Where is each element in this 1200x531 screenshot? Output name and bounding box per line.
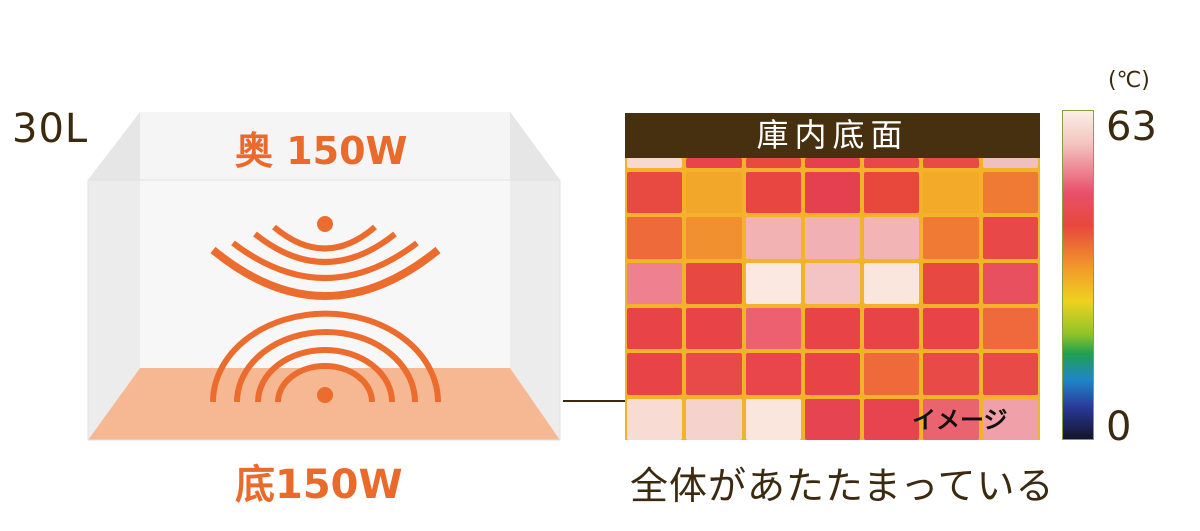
heatmap-cell [627, 172, 683, 214]
back-heater-waves [210, 224, 441, 300]
bottom-heater-waves [210, 310, 441, 403]
heatmap-cell [627, 398, 683, 440]
capacity-label: 30L [12, 106, 89, 152]
cavity-right-wall [510, 112, 560, 440]
heatmap-cell [745, 217, 801, 259]
heatmap-cell [923, 217, 979, 259]
heatmap-cell [864, 172, 920, 214]
heatmap-cell [686, 172, 742, 214]
wave-icon [272, 224, 377, 252]
thermal-image-title: 庫内底面 [625, 113, 1040, 158]
image-note: イメージ [912, 406, 1008, 434]
heatmap-cell [745, 158, 801, 168]
heatmap-cell [923, 172, 979, 214]
cavity-left-wall [88, 112, 140, 440]
heatmap-cell [982, 307, 1038, 350]
heatmap-cell [686, 158, 742, 168]
wave-icon [210, 310, 441, 403]
heatmap-cell [923, 262, 979, 304]
heatmap-cell [804, 262, 861, 304]
heatmap-cell [804, 307, 861, 350]
heatmap-cell [804, 172, 861, 214]
heatmap-cell [864, 158, 920, 168]
heatmap-cell [982, 172, 1038, 214]
heatmap-cell [864, 217, 920, 259]
heatmap-cell [627, 217, 683, 259]
wave-icon [255, 347, 395, 403]
heatmap-cell [686, 307, 742, 350]
scale-unit: (℃) [1108, 68, 1150, 93]
scale-max: 63 [1106, 104, 1157, 150]
cavity-back-wall [140, 112, 510, 368]
heatmap-cell [745, 398, 801, 440]
heatmap-cell [804, 353, 861, 395]
thermal-image [625, 158, 1040, 440]
temperature-color-scale [1062, 110, 1094, 440]
heatmap-cell [627, 158, 683, 168]
wave-icon [234, 329, 418, 403]
cavity-floor [88, 368, 560, 440]
scale-min: 0 [1106, 404, 1132, 450]
oven-cavity-diagram [87, 112, 561, 441]
heatmap-cell [745, 262, 801, 304]
heatmap-cell [982, 158, 1038, 168]
heatmap-cell [627, 262, 683, 304]
heatmap-cell [982, 353, 1038, 395]
wave-icon [275, 363, 375, 403]
heatmap-cell [864, 307, 920, 350]
connector-line [563, 400, 625, 402]
heatmap-cell [923, 353, 979, 395]
back-heater-dot-icon [317, 216, 333, 232]
heatmap-cell [686, 262, 742, 304]
heatmap-cell [686, 217, 742, 259]
caption: 全体があたたまっている [630, 464, 1055, 508]
heatmap-cell [923, 158, 979, 168]
heatmap-cell [745, 172, 801, 214]
heatmap-cell [982, 262, 1038, 304]
bottom-heater-label: 底150W [235, 462, 403, 508]
bottom-heater-dot-icon [317, 387, 333, 403]
heatmap-cell [864, 398, 920, 440]
heatmap-cell [804, 398, 861, 440]
back-heater-label: 奥 150W [235, 129, 408, 173]
heatmap-cell [686, 353, 742, 395]
heatmap-cell [804, 217, 861, 259]
heatmap-cell [804, 158, 861, 168]
heatmap-cell [627, 353, 683, 395]
heatmap-cell [923, 398, 979, 440]
heatmap-cell [982, 398, 1038, 440]
wave-icon [210, 246, 441, 300]
wave-icon [253, 231, 397, 265]
heatmap-cell [923, 307, 979, 350]
wave-icon [231, 240, 419, 281]
heatmap-cell [627, 307, 683, 350]
heatmap-cell [745, 307, 801, 350]
heatmap-cell [864, 353, 920, 395]
heatmap-cell [745, 353, 801, 395]
heatmap-cell [686, 398, 742, 440]
heatmap-cell [864, 262, 920, 304]
heatmap-cell [982, 217, 1038, 259]
